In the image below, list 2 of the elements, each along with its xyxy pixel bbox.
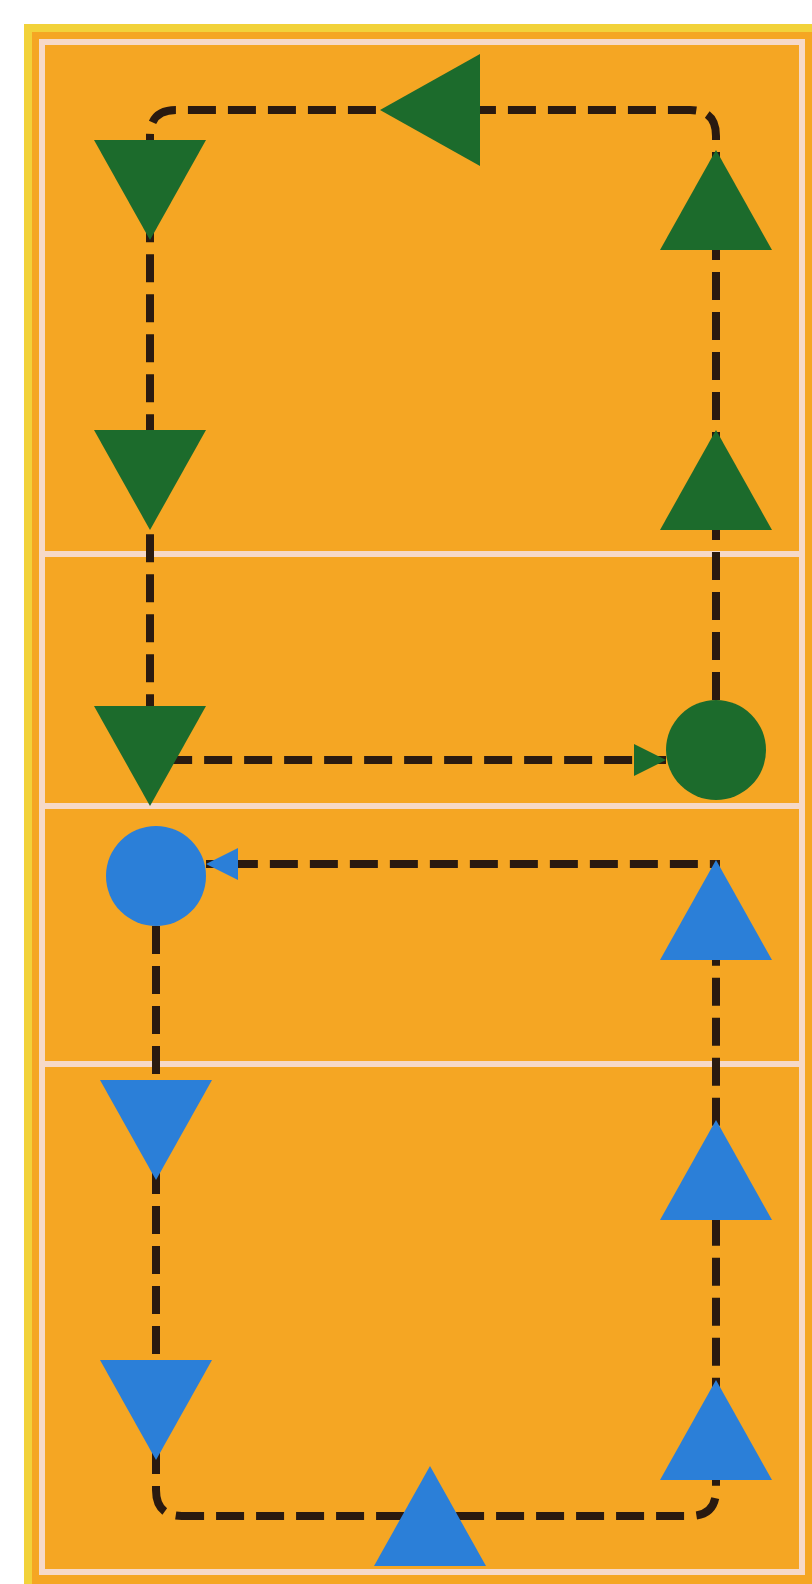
player-circle bbox=[666, 700, 766, 800]
player-circle bbox=[106, 826, 206, 926]
